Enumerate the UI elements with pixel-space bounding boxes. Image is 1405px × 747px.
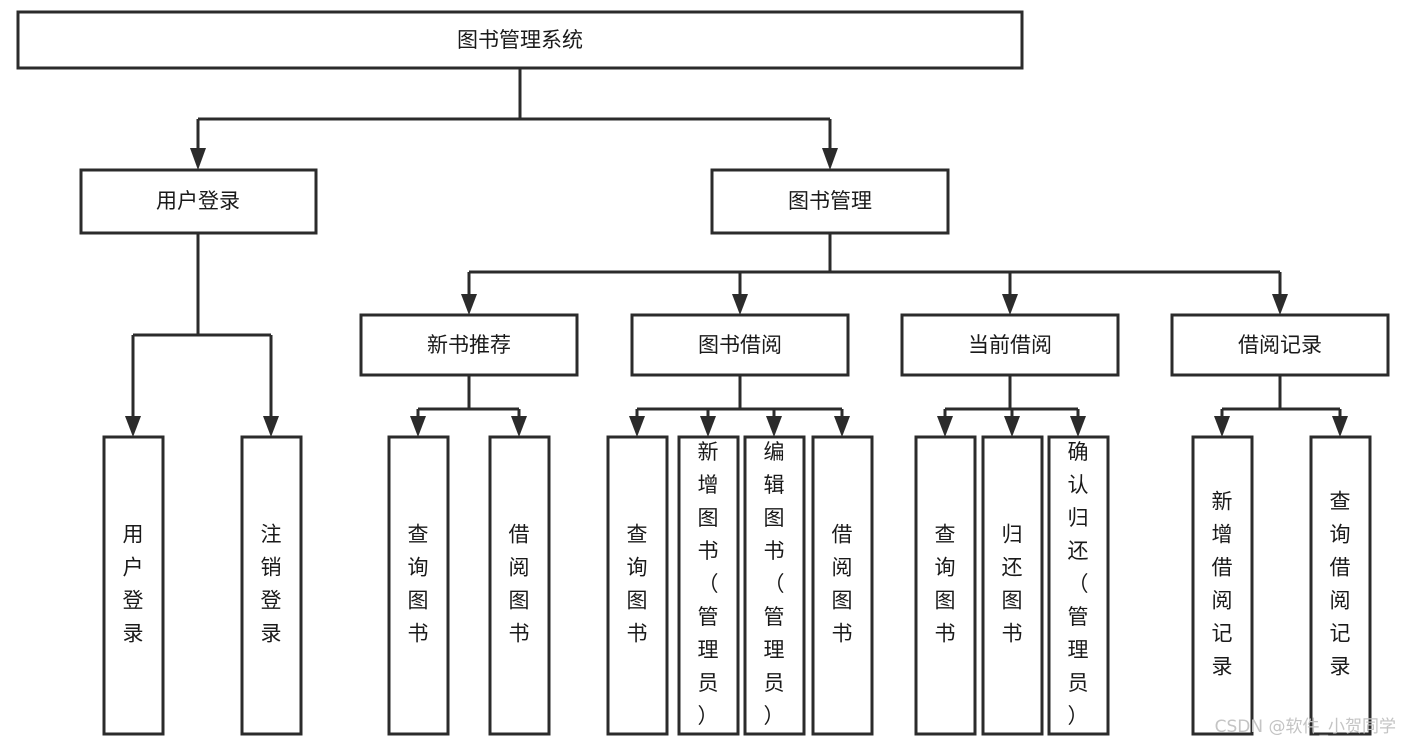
leaf-edit-book[interactable]: 编辑图书（管理员） bbox=[743, 435, 806, 736]
watermark-label: CSDN @软件_小贺同学 bbox=[1215, 717, 1396, 737]
leaf-add-borrow-record-box[interactable] bbox=[1191, 435, 1254, 736]
leaf-query-book-current[interactable]: 查询图书 bbox=[914, 435, 977, 736]
leaf-user-login[interactable]: 用户登录 bbox=[102, 435, 165, 736]
leaf-logout[interactable]: 注销登录 bbox=[240, 435, 303, 736]
leaf-query-borrow-record-label: 查询借阅记录 bbox=[1330, 490, 1351, 679]
node-borrow-records-box[interactable] bbox=[1170, 313, 1390, 377]
node-book-management-box[interactable] bbox=[710, 168, 950, 235]
leaf-edit-book-box[interactable] bbox=[743, 435, 806, 736]
node-book-borrow-label: 图书借阅 bbox=[698, 333, 782, 357]
leaf-query-book-current-label: 查询图书 bbox=[935, 523, 956, 646]
leaf-return-book[interactable]: 归还图书 bbox=[981, 435, 1044, 736]
leaf-user-login-label: 用户登录 bbox=[123, 523, 144, 646]
leaf-query-borrow-record[interactable]: 查询借阅记录 bbox=[1309, 435, 1372, 736]
leaf-borrow-book-recommend[interactable]: 借阅图书 bbox=[488, 435, 551, 736]
leaf-confirm-return-box[interactable] bbox=[1047, 435, 1110, 736]
node-root[interactable]: 图书管理系统 bbox=[16, 10, 1024, 70]
node-book-management-label: 图书管理 bbox=[788, 189, 872, 213]
node-new-book-recommend-label: 新书推荐 bbox=[427, 333, 511, 357]
leaf-add-borrow-record-label: 新增借阅记录 bbox=[1212, 490, 1233, 679]
node-user-login-box[interactable] bbox=[79, 168, 318, 235]
node-user-login[interactable]: 用户登录 bbox=[79, 168, 318, 235]
arrow-head-leaf-add-book bbox=[700, 416, 716, 437]
arrow-head-borrow bbox=[732, 294, 748, 315]
leaf-borrow-book[interactable]: 借阅图书 bbox=[811, 435, 874, 736]
arrow-head-leaf-query-book-1 bbox=[410, 416, 426, 437]
leaf-edit-book-label: 编辑图书（管理员） bbox=[764, 440, 785, 728]
arrow-head-leaf-return-book bbox=[1004, 416, 1020, 437]
leaf-add-borrow-record[interactable]: 新增借阅记录 bbox=[1191, 435, 1254, 736]
arrow-head-leaf-logout bbox=[263, 416, 279, 437]
leaf-add-book-label: 新增图书（管理员） bbox=[698, 440, 719, 728]
leaf-query-book-recommend[interactable]: 查询图书 bbox=[387, 435, 450, 736]
leaf-query-book-current-box[interactable] bbox=[914, 435, 977, 736]
leaf-add-book[interactable]: 新增图书（管理员） bbox=[677, 435, 740, 736]
arrow-head-leaf-confirm-return bbox=[1070, 416, 1086, 437]
node-borrow-records[interactable]: 借阅记录 bbox=[1170, 313, 1390, 377]
leaf-user-login-box[interactable] bbox=[102, 435, 165, 736]
leaf-query-book-borrow-box[interactable] bbox=[606, 435, 669, 736]
leaf-logout-label: 注销登录 bbox=[261, 523, 282, 646]
arrow-head-leaf-query-book-2 bbox=[629, 416, 645, 437]
arrow-head-leaf-add-record bbox=[1214, 416, 1230, 437]
leaf-logout-box[interactable] bbox=[240, 435, 303, 736]
leaf-return-book-label: 归还图书 bbox=[1002, 523, 1023, 646]
arrow-head-leaf-user-login bbox=[125, 416, 141, 437]
arrow-head-leaf-query-record bbox=[1332, 416, 1348, 437]
node-current-borrow[interactable]: 当前借阅 bbox=[900, 313, 1120, 377]
node-book-borrow-box[interactable] bbox=[630, 313, 850, 377]
node-root-label: 图书管理系统 bbox=[457, 28, 583, 52]
node-current-borrow-label: 当前借阅 bbox=[968, 333, 1052, 357]
leaf-confirm-return-label: 确认归还（管理员） bbox=[1068, 440, 1089, 728]
leaf-query-book-borrow-label: 查询图书 bbox=[627, 523, 648, 646]
leaf-query-book-borrow[interactable]: 查询图书 bbox=[606, 435, 669, 736]
arrow-head-leaf-query-book-3 bbox=[937, 416, 953, 437]
leaf-borrow-book-recommend-box[interactable] bbox=[488, 435, 551, 736]
arrow-head-leaf-borrow-book-1 bbox=[511, 416, 527, 437]
node-book-management[interactable]: 图书管理 bbox=[710, 168, 950, 235]
arrow-head-leaf-edit-book bbox=[766, 416, 782, 437]
leaf-confirm-return[interactable]: 确认归还（管理员） bbox=[1047, 435, 1110, 736]
leaf-query-book-recommend-box[interactable] bbox=[387, 435, 450, 736]
arrow-head-leaf-borrow-book-2 bbox=[834, 416, 850, 437]
arrow-head-new-books bbox=[461, 294, 477, 315]
leaf-return-book-box[interactable] bbox=[981, 435, 1044, 736]
leaf-borrow-book-recommend-label: 借阅图书 bbox=[509, 523, 530, 646]
node-user-login-label: 用户登录 bbox=[156, 189, 240, 213]
connector-layer bbox=[125, 68, 1348, 437]
arrow-head-book-mgmt bbox=[822, 148, 838, 170]
leaf-add-book-box[interactable] bbox=[677, 435, 740, 736]
arrow-head-user-login bbox=[190, 148, 206, 170]
node-new-book-recommend-box[interactable] bbox=[359, 313, 579, 377]
node-current-borrow-box[interactable] bbox=[900, 313, 1120, 377]
arrow-head-current bbox=[1002, 294, 1018, 315]
node-new-book-recommend[interactable]: 新书推荐 bbox=[359, 313, 579, 377]
node-borrow-records-label: 借阅记录 bbox=[1238, 333, 1322, 357]
leaf-query-book-recommend-label: 查询图书 bbox=[408, 523, 429, 646]
node-root-box[interactable] bbox=[16, 10, 1024, 70]
leaf-query-borrow-record-box[interactable] bbox=[1309, 435, 1372, 736]
leaf-borrow-book-label: 借阅图书 bbox=[832, 523, 853, 646]
arrow-head-records bbox=[1272, 294, 1288, 315]
node-book-borrow[interactable]: 图书借阅 bbox=[630, 313, 850, 377]
leaf-borrow-book-box[interactable] bbox=[811, 435, 874, 736]
